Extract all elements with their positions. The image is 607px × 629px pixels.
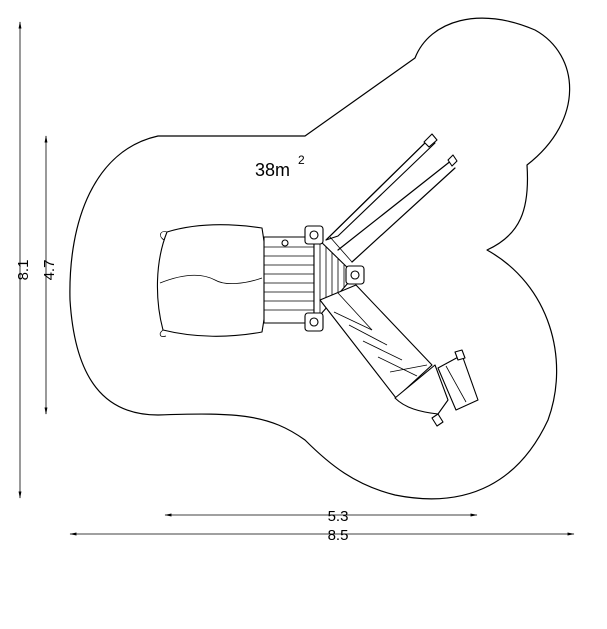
dimension-inner-height: 4.7 <box>41 135 58 415</box>
dim-total-width-label: 8.5 <box>328 527 349 544</box>
dim-inner-width-label: 5.3 <box>328 508 349 525</box>
play-equipment <box>156 133 479 427</box>
dim-total-height-label: 8.1 <box>15 260 32 281</box>
dimension-total-height: 8.1 <box>15 21 32 499</box>
dimension-inner-width: 5.3 <box>164 508 478 525</box>
deck-planks <box>264 246 314 311</box>
dim-inner-height-label: 4.7 <box>41 260 58 281</box>
crawl-tunnel <box>156 224 268 337</box>
climbing-ladder <box>325 133 458 263</box>
area-exponent: 2 <box>298 153 305 167</box>
area-label: 38m <box>255 160 290 180</box>
posts <box>304 225 365 332</box>
dimension-total-width: 8.5 <box>69 527 575 544</box>
safety-zone-outline <box>69 17 571 500</box>
slide <box>319 284 479 427</box>
